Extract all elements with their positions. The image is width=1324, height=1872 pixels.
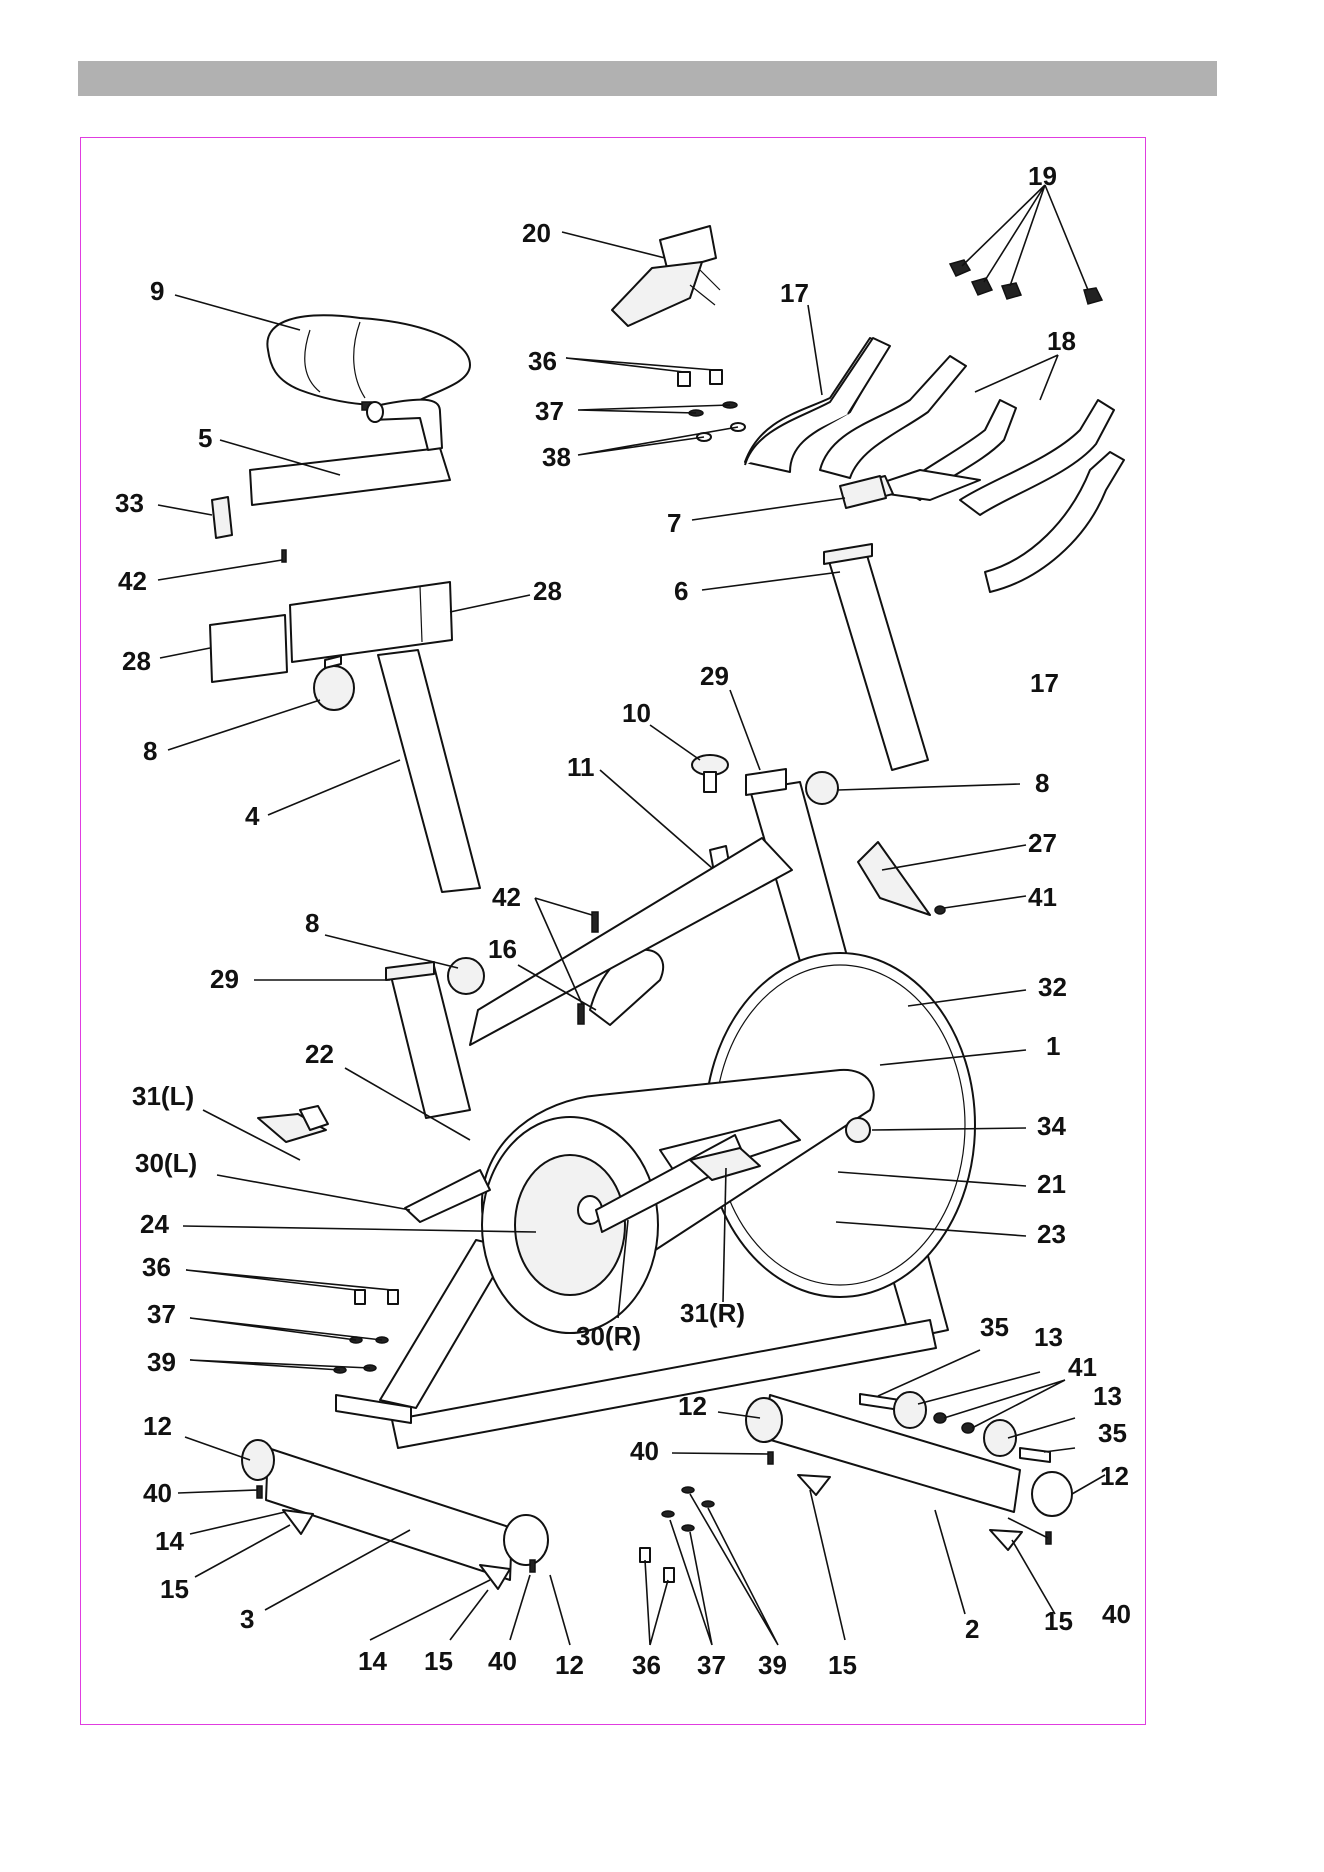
bracket-27 (858, 842, 930, 915)
part-label: 33 (115, 488, 144, 518)
seat-slider-5 (250, 400, 450, 505)
nut-41-top (935, 906, 945, 914)
part-label: 8 (143, 736, 157, 766)
part-label: 15 (424, 1646, 453, 1676)
pedal-31-left (258, 1106, 328, 1142)
part-label: 13 (1093, 1381, 1122, 1411)
part-label: 36 (142, 1252, 171, 1282)
bracket-7 (840, 476, 886, 508)
part-label: 40 (630, 1436, 659, 1466)
crank-30-left (405, 1170, 490, 1222)
part-label: 41 (1028, 882, 1057, 912)
part-label: 21 (1037, 1169, 1066, 1199)
part-label: 9 (150, 276, 164, 306)
part-label: 29 (210, 964, 239, 994)
cap-33 (212, 497, 232, 538)
part-label: 40 (143, 1478, 172, 1508)
part-label: 2 (965, 1614, 979, 1644)
part-label: 20 (522, 218, 551, 248)
part-label: 37 (535, 396, 564, 426)
part-label: 5 (198, 423, 212, 453)
part-label: 30(R) (576, 1321, 641, 1351)
part-label: 36 (632, 1650, 661, 1680)
part-label: 35 (980, 1312, 1009, 1342)
seat-tube-29 (386, 958, 484, 1118)
knob-8-front (806, 772, 838, 804)
screw-42-upper (282, 550, 286, 562)
part-label: 41 (1068, 1352, 1097, 1382)
console-holder-20 (612, 226, 720, 326)
part-label: 19 (1028, 161, 1057, 191)
part-label: 24 (140, 1209, 169, 1239)
hardware-left (334, 1290, 398, 1373)
part-label: 3 (240, 1604, 254, 1634)
part-label: 6 (674, 576, 688, 606)
part-label: 27 (1028, 828, 1057, 858)
part-label: 8 (305, 908, 319, 938)
part-label: 17 (1030, 668, 1059, 698)
part-label: 31(R) (680, 1298, 745, 1328)
parts-drawing (210, 226, 1124, 1589)
part-label: 42 (492, 882, 521, 912)
part-label: 1 (1046, 1031, 1060, 1061)
part-label: 8 (1035, 768, 1049, 798)
part-label: 42 (118, 566, 147, 596)
part-label: 12 (143, 1411, 172, 1441)
part-label: 22 (305, 1039, 334, 1069)
bolt-34 (846, 1118, 870, 1142)
part-label: 15 (160, 1574, 189, 1604)
part-label: 15 (1044, 1606, 1073, 1636)
part-label: 12 (555, 1650, 584, 1680)
part-label: 23 (1037, 1219, 1066, 1249)
part-label: 15 (828, 1650, 857, 1680)
part-label: 40 (1102, 1599, 1131, 1629)
part-label: 11 (567, 752, 595, 782)
part-label: 37 (147, 1299, 176, 1329)
part-label: 39 (758, 1650, 787, 1680)
part-label: 4 (245, 801, 260, 831)
part-label: 28 (533, 576, 562, 606)
part-label: 34 (1037, 1111, 1066, 1141)
part-label: 18 (1047, 326, 1076, 356)
part-label: 35 (1098, 1418, 1127, 1448)
part-label: 40 (488, 1646, 517, 1676)
part-label: 14 (155, 1526, 184, 1556)
part-label: 14 (358, 1646, 387, 1676)
part-label: 36 (528, 346, 557, 376)
handlebar-post-6 (824, 544, 928, 770)
part-label: 12 (678, 1391, 707, 1421)
part-label: 30(L) (135, 1148, 197, 1178)
knob-8-seat (314, 656, 354, 710)
hardware-bottom (640, 1487, 714, 1582)
part-label: 38 (542, 442, 571, 472)
part-label: 7 (667, 508, 681, 538)
part-label: 37 (697, 1650, 726, 1680)
part-label: 29 (700, 661, 729, 691)
part-label: 28 (122, 646, 151, 676)
chainring-24 (482, 1117, 658, 1333)
part-label: 17 (780, 278, 809, 308)
rear-stabilizer-3 (242, 1440, 548, 1589)
part-label: 10 (622, 698, 651, 728)
part-label: 13 (1034, 1322, 1063, 1352)
part-label: 39 (147, 1347, 176, 1377)
part-label: 16 (488, 934, 517, 964)
part-label: 31(L) (132, 1081, 194, 1111)
part-label: 12 (1100, 1461, 1129, 1491)
part-label: 32 (1038, 972, 1067, 1002)
seat-post-4 (378, 650, 480, 892)
